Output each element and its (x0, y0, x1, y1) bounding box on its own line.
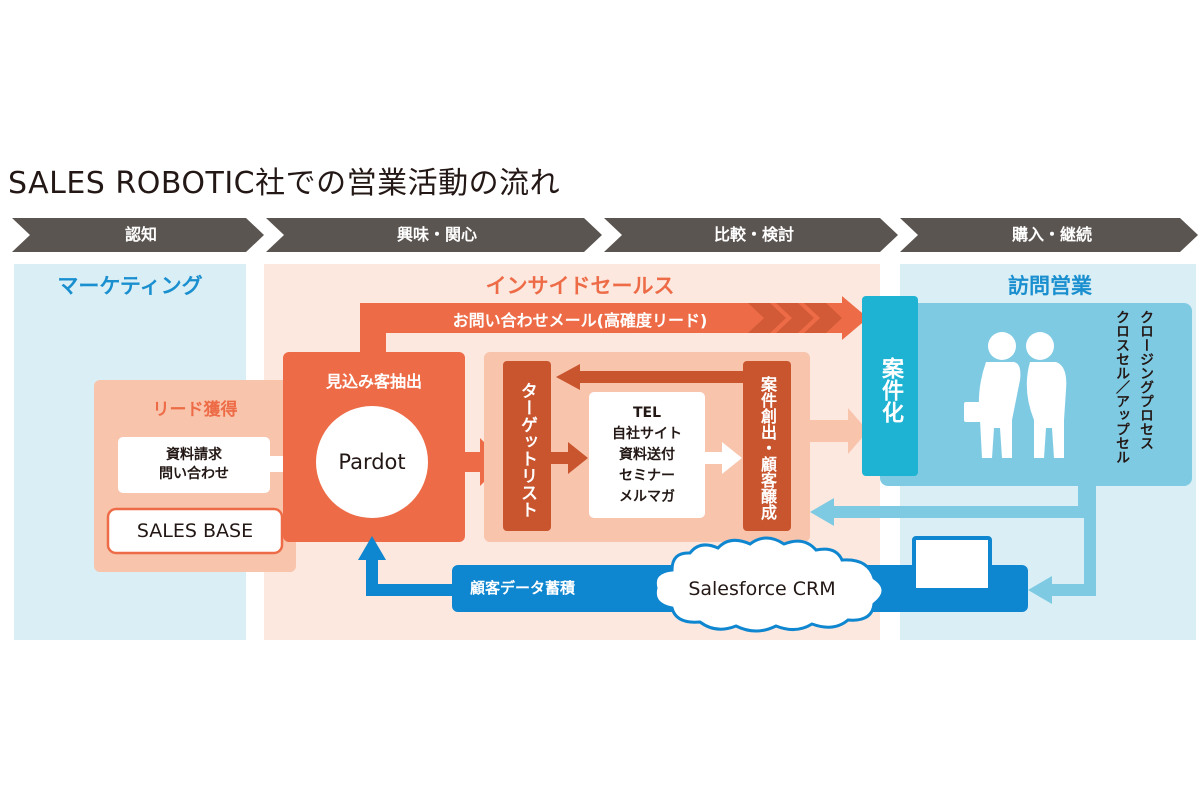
stage-chevron-3 (604, 218, 898, 252)
pardot-label: Pardot (338, 450, 406, 474)
nurture-bar (743, 361, 791, 531)
stage-chevron-2 (266, 218, 602, 252)
target-list-bar (503, 361, 551, 531)
lead-title: リード獲得 (152, 400, 238, 420)
lead-sources-box (118, 437, 270, 493)
inquiry-arrow-chevron-2 (776, 303, 814, 333)
target-list-label: ターゲットリスト (517, 382, 537, 518)
nurture-label: 案件創出・顧客醸成 (758, 376, 777, 520)
page-title: SALES ROBOTIC社での営業活動の流れ (8, 166, 561, 201)
channels-box (589, 392, 705, 518)
salesforce-crm-label: Salesforce CRM (688, 578, 836, 600)
crm-to-pardot-line (366, 558, 456, 596)
stage-chevron-4 (900, 218, 1198, 252)
field-to-crm-line (1050, 484, 1096, 596)
crm-to-pardot-arrow-head (358, 536, 386, 560)
salesforce-cloud-icon (653, 536, 885, 633)
feedback-arrow-head (556, 364, 580, 390)
feedback-arrow-bar (578, 371, 745, 383)
inquiry-arrow-head (842, 296, 868, 340)
stage-comparison: 比較・検討 (713, 225, 794, 244)
sales-base-label: SALES BASE (136, 520, 254, 542)
stage-purchase: 購入・継続 (1011, 225, 1092, 244)
inquiry-email-label: お問い合わせメール(高確度リード) (452, 311, 708, 330)
crm-label: 顧客データ蓄積 (470, 579, 576, 597)
pardot-circle (316, 406, 428, 518)
field-sales-title: 訪問営業 (1008, 274, 1092, 298)
field-to-crm-arrow-head (1028, 576, 1052, 604)
stage-awareness: 認知 (124, 225, 157, 244)
prospect-title: 見込み客抽出 (325, 372, 422, 391)
deal-label: 案件化 (878, 357, 903, 423)
arrow-target-to-channels (551, 442, 588, 474)
marketing-title: マーケティング (57, 274, 203, 298)
inquiry-arrow-chevron-1 (748, 303, 786, 333)
lead-sources: 資料請求 問い合わせ (159, 447, 229, 482)
stage-interest: 興味・関心 (396, 225, 477, 244)
sales-base-box (106, 507, 284, 555)
inquiry-arrow-chevron-3 (804, 303, 842, 333)
deal-box (862, 296, 918, 476)
channels-list: TEL 自社サイト 資料送付 セミナー メルマガ (612, 404, 682, 505)
closing-process-label: クロージングプロセス クロスセル／アップセル (1114, 310, 1154, 464)
inside-sales-title: インサイドセールス (485, 274, 675, 298)
monitor-icon (912, 536, 992, 604)
handshake-people-icon (964, 332, 1067, 458)
stage-chevron-1 (12, 218, 264, 252)
field-return-arrow-head (810, 498, 834, 526)
arrow-nurture-to-deal (810, 408, 868, 454)
arrow-channels-to-nurture (705, 442, 742, 474)
